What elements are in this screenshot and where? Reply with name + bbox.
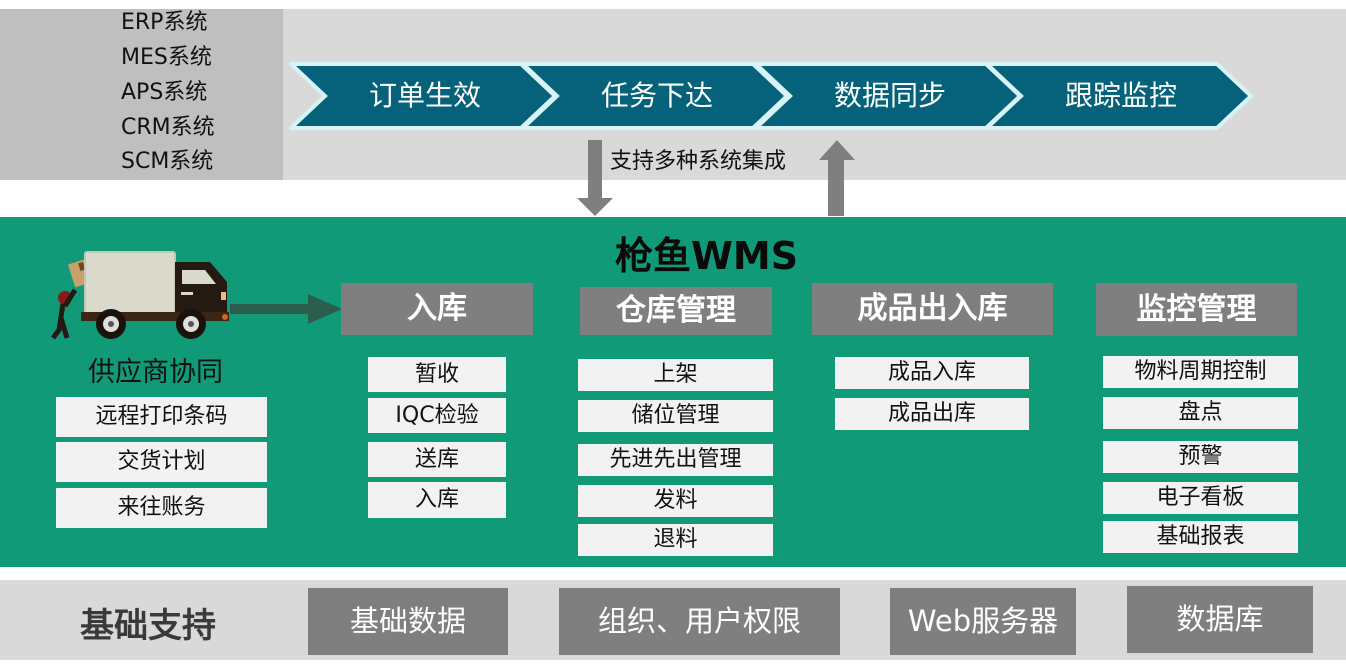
process-step-tracking-monitor: 跟踪监控 [985,62,1255,130]
integration-label: 支持多种系统集成 [610,149,787,174]
support-web-server[interactable]: Web服务器 [890,588,1076,655]
system-aps: APS系统 [121,80,208,105]
arrow-down-icon [577,140,613,216]
process-step-label: 任务下达 [600,79,713,112]
system-crm: CRM系统 [121,115,215,140]
wms-title: 枪鱼WMS [615,234,799,278]
inbound-item-iqc[interactable]: IQC检验 [368,398,506,433]
process-step-data-sync: 数据同步 [754,62,1024,130]
system-mes: MES系统 [121,45,212,70]
process-step-order-effective: 订单生效 [289,62,559,130]
warehouse-item-material-return[interactable]: 退料 [578,524,773,556]
monitoring-item-dashboard[interactable]: 电子看板 [1103,482,1298,514]
warehouse-item-location-mgmt[interactable]: 储位管理 [578,400,773,432]
supplier-item-accounts[interactable]: 来往账务 [56,488,267,528]
monitoring-item-alert[interactable]: 预警 [1103,441,1298,473]
support-org-user-permissions[interactable]: 组织、用户权限 [559,588,840,655]
support-database[interactable]: 数据库 [1127,586,1313,653]
inbound-item-stock-in[interactable]: 入库 [368,482,506,518]
system-scm: SCM系统 [121,149,214,174]
warehouse-item-material-issue[interactable]: 发料 [578,485,773,517]
warehouse-item-shelving[interactable]: 上架 [578,359,773,391]
basic-support-label: 基础支持 [80,606,216,646]
inbound-item-temp-receipt[interactable]: 暂收 [368,357,506,392]
delivery-truck-icon [51,251,229,340]
module-header-warehouse-management[interactable]: 仓库管理 [580,287,772,335]
system-erp: ERP系统 [121,10,208,35]
support-basic-data[interactable]: 基础数据 [308,588,508,655]
supplier-item-delivery-plan[interactable]: 交货计划 [56,442,267,482]
process-step-task-dispatch: 任务下达 [521,62,791,130]
warehouse-item-fifo-mgmt[interactable]: 先进先出管理 [578,444,773,476]
monitoring-item-basic-reports[interactable]: 基础报表 [1103,521,1298,553]
arrow-up-icon [819,140,855,216]
finished-goods-item-out[interactable]: 成品出库 [835,398,1029,430]
monitoring-item-material-cycle[interactable]: 物料周期控制 [1103,356,1298,388]
arrow-right-icon [230,294,342,324]
module-header-inbound[interactable]: 入库 [341,283,533,335]
monitoring-item-stocktake[interactable]: 盘点 [1103,397,1298,429]
process-step-label: 数据同步 [833,79,946,112]
module-header-finished-goods[interactable]: 成品出入库 [812,283,1053,335]
supplier-item-remote-print-barcode[interactable]: 远程打印条码 [56,397,267,437]
inbound-item-send-to-stock[interactable]: 送库 [368,442,506,477]
process-step-label: 订单生效 [368,79,481,112]
finished-goods-item-in[interactable]: 成品入库 [835,357,1029,389]
supplier-collaboration-label: 供应商协同 [88,357,223,388]
chevron-shape-icon [985,62,1254,130]
external-systems-panel: ERP系统 MES系统 APS系统 CRM系统 SCM系统 [0,9,283,180]
chevron-shape-icon [521,62,790,130]
module-header-monitoring[interactable]: 监控管理 [1096,283,1297,336]
process-step-label: 跟踪监控 [1064,79,1177,112]
